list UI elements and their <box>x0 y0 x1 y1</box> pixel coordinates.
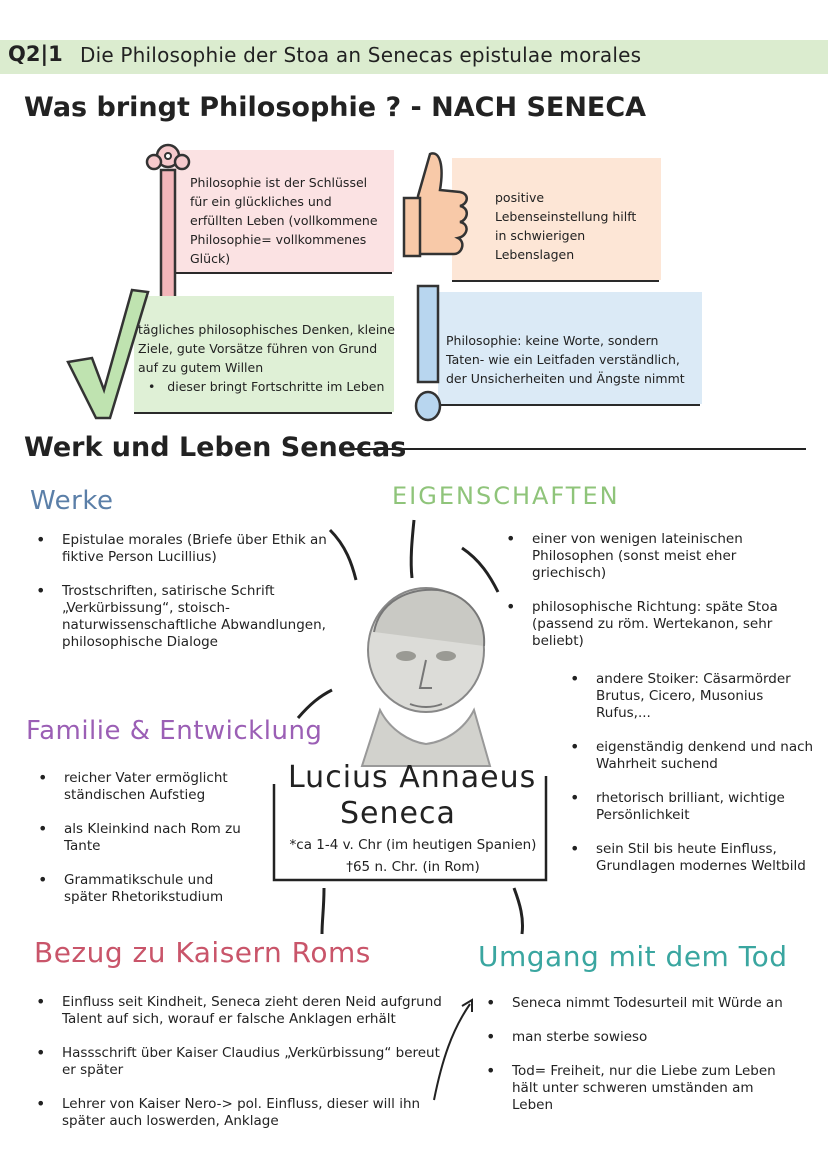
person-name-line1: Lucius Annaeus <box>288 760 537 795</box>
list-item: als Kleinkind nach Rom zu Tante <box>36 820 246 855</box>
title-banner <box>0 40 828 74</box>
list-item: Epistulae morales (Briefe über Ethik an … <box>34 531 334 566</box>
card-exclaim <box>438 292 702 406</box>
card-key <box>170 150 394 274</box>
card-check <box>134 296 394 414</box>
thumbs-up-icon <box>402 152 468 258</box>
kaiser-heading: Bezug zu Kaisern Roms <box>34 936 371 969</box>
tod-heading: Umgang mit dem Tod <box>478 940 788 973</box>
card-check-text: tägliches philosophisches Denken, kleine… <box>138 322 395 394</box>
werke-list: Epistulae morales (Briefe über Ethik an … <box>34 531 334 668</box>
person-dates: *ca 1-4 v. Chr (im heutigen Spanien) †65… <box>289 837 537 875</box>
section-heading-werk: Werk und Leben Senecas <box>24 432 407 463</box>
heading-rule <box>346 448 806 450</box>
list-item: reicher Vater ermöglicht ständischen Auf… <box>36 769 246 804</box>
list-item: Hassschrift über Kaiser Claudius „Verkür… <box>34 1044 452 1079</box>
eigenschaften-list: einer von wenigen lateinischen Philosoph… <box>504 530 804 667</box>
list-item: rhetorisch brilliant, wichtige Persönlic… <box>568 789 818 824</box>
eigenschaften-sublist: andere Stoiker: Cäsarmörder Brutus, Cice… <box>568 670 818 892</box>
eigenschaften-heading: EIGENSCHAFTEN <box>392 482 620 510</box>
tod-list: Seneca nimmt Todesurteil mit Würde an ma… <box>484 994 794 1131</box>
list-item: einer von wenigen lateinischen Philosoph… <box>504 530 804 582</box>
person-name-line2: Seneca <box>340 796 456 831</box>
list-item: Tod= Freiheit, nur die Liebe zum Leben h… <box>484 1062 794 1114</box>
list-item: man sterbe sowieso <box>484 1028 794 1046</box>
kaiser-list: Einfluss seit Kindheit, Seneca zieht der… <box>34 993 452 1147</box>
list-item: Trostschriften, satirische Schrift „Verk… <box>34 582 334 651</box>
card-thumb <box>452 158 661 282</box>
list-item: Grammatikschule und später Rhetorikstudi… <box>36 871 246 906</box>
werke-heading: Werke <box>30 486 114 516</box>
card-key-text: Philosophie ist der Schlüssel für ein gl… <box>190 175 378 266</box>
section-heading-philosophie: Was bringt Philosophie ? - NACH SENECA <box>24 92 647 123</box>
list-item: philosophische Richtung: späte Stoa (pas… <box>504 598 804 650</box>
card-thumb-text: positive Lebenseinstellung hilft in schw… <box>495 190 637 262</box>
name-frame <box>272 776 548 882</box>
list-item: eigenständig denkend und nach Wahrheit s… <box>568 738 818 773</box>
course-code: Q2|1 <box>8 42 63 66</box>
list-item: andere Stoiker: Cäsarmörder Brutus, Cice… <box>568 670 818 722</box>
page-title: Die Philosophie der Stoa an Senecas epis… <box>80 43 642 67</box>
list-item: Seneca nimmt Todesurteil mit Würde an <box>484 994 794 1012</box>
exclamation-icon <box>414 284 442 422</box>
seneca-bust-portrait <box>360 587 492 767</box>
familie-list: reicher Vater ermöglicht ständischen Auf… <box>36 769 246 923</box>
card-exclaim-text: Philosophie: keine Worte, sondern Taten-… <box>446 333 685 386</box>
list-item: Lehrer von Kaiser Nero-> pol. Einfluss, … <box>34 1095 452 1130</box>
checkmark-icon <box>66 288 150 420</box>
list-item: Einfluss seit Kindheit, Seneca zieht der… <box>34 993 452 1028</box>
list-item: sein Stil bis heute Einfluss, Grundlagen… <box>568 840 818 875</box>
familie-heading: Familie & Entwicklung <box>26 716 323 746</box>
